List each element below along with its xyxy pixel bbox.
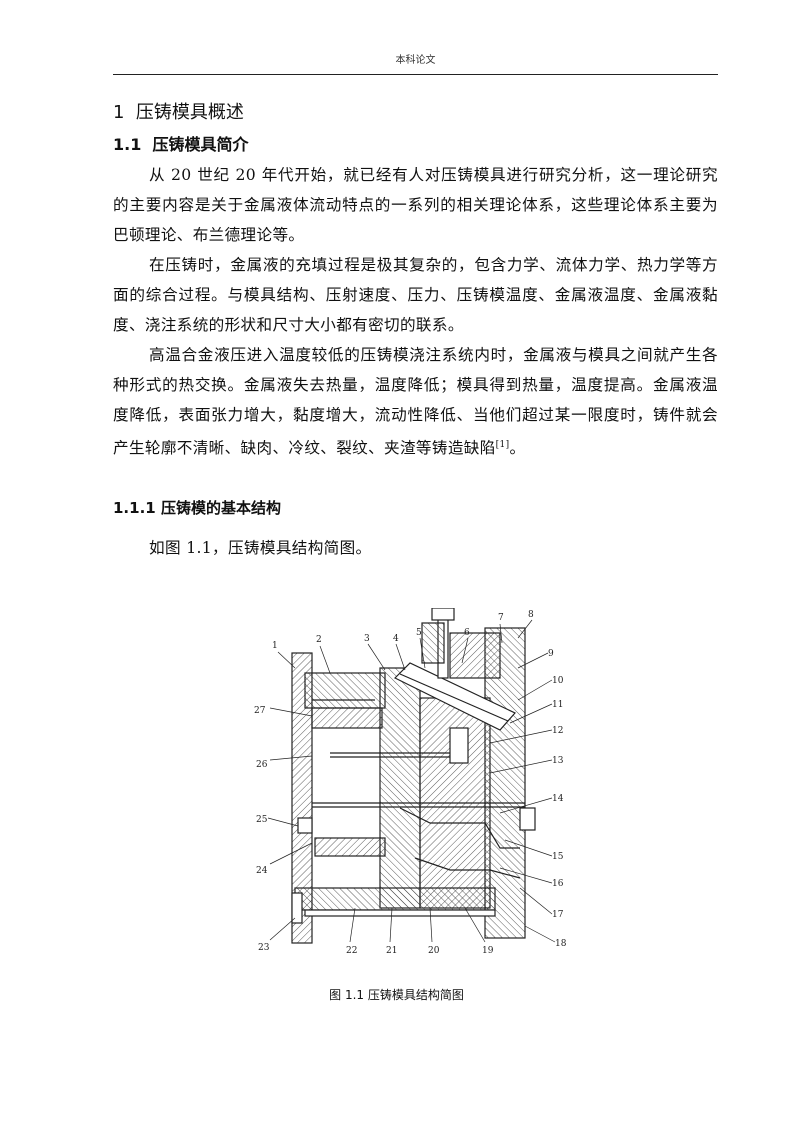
part-label-8: 8 <box>528 610 534 620</box>
part-label-14: 14 <box>552 794 564 804</box>
section-number: 1 <box>113 102 125 123</box>
part-label-19: 19 <box>482 946 494 956</box>
part-label-22: 22 <box>346 946 357 956</box>
part-label-15: 15 <box>552 852 564 862</box>
part-label-18: 18 <box>555 939 567 949</box>
part-label-3: 3 <box>364 634 370 644</box>
section-title: 压铸模具概述 <box>135 102 244 123</box>
paragraph-3-end: 。 <box>509 439 526 457</box>
part-label-17: 17 <box>552 910 564 920</box>
part-label-25: 25 <box>256 815 268 825</box>
section-heading: 1 压铸模具概述 <box>113 98 244 124</box>
subsection-number: 1.1 <box>113 135 142 154</box>
paragraph-2: 在压铸时，金属液的充填过程是极其复杂的，包含力学、流体力学、热力学等方面的综合过… <box>113 256 718 334</box>
part-label-13: 13 <box>552 756 564 766</box>
figure-caption: 图 1.1 压铸模具结构简图 <box>329 988 464 1002</box>
part-label-27: 27 <box>254 706 266 716</box>
part-label-7: 7 <box>498 613 504 623</box>
part-label-10: 10 <box>552 676 564 686</box>
running-header: 本科论文 <box>113 54 718 75</box>
part-label-12: 12 <box>552 726 563 736</box>
part-label-1: 1 <box>272 641 278 651</box>
part-label-26: 26 <box>256 760 268 770</box>
part-label-2: 2 <box>316 635 322 645</box>
subsubsection-heading: 1.1.1 压铸模的基本结构 <box>113 497 281 518</box>
paragraph-1: 从 20 世纪 20 年代开始，就已经有人对压铸模具进行研究分析，这一理论研究的… <box>113 166 718 244</box>
subsection-title: 压铸模具简介 <box>152 135 249 154</box>
paragraph-3-text: 高温合金液压进入温度较低的压铸模浇注系统内时，金属液与模具之间就产生各种形式的热… <box>113 346 718 457</box>
part-label-5: 5 <box>416 628 422 638</box>
die-casting-mold-diagram: 1 2 3 4 5 6 7 8 9 10 11 12 13 14 15 16 1… <box>254 608 567 956</box>
citation-ref[interactable]: [1] <box>495 440 510 450</box>
part-label-16: 16 <box>552 879 564 889</box>
paragraph-4: 如图 1.1，压铸模具结构简图。 <box>149 539 372 557</box>
subsubsection-title: 压铸模的基本结构 <box>160 499 281 517</box>
part-label-20: 20 <box>428 946 440 956</box>
part-label-23: 23 <box>258 943 270 953</box>
subsection-heading: 1.1 压铸模具简介 <box>113 131 249 155</box>
part-label-4: 4 <box>393 634 399 644</box>
part-label-24: 24 <box>256 866 268 876</box>
part-label-21: 21 <box>386 946 397 956</box>
part-label-11: 11 <box>552 700 563 710</box>
subsubsection-number: 1.1.1 <box>113 499 156 517</box>
paragraph-3: 高温合金液压进入温度较低的压铸模浇注系统内时，金属液与模具之间就产生各种形式的热… <box>113 340 718 463</box>
part-label-6: 6 <box>464 628 470 638</box>
part-label-9: 9 <box>548 649 554 659</box>
